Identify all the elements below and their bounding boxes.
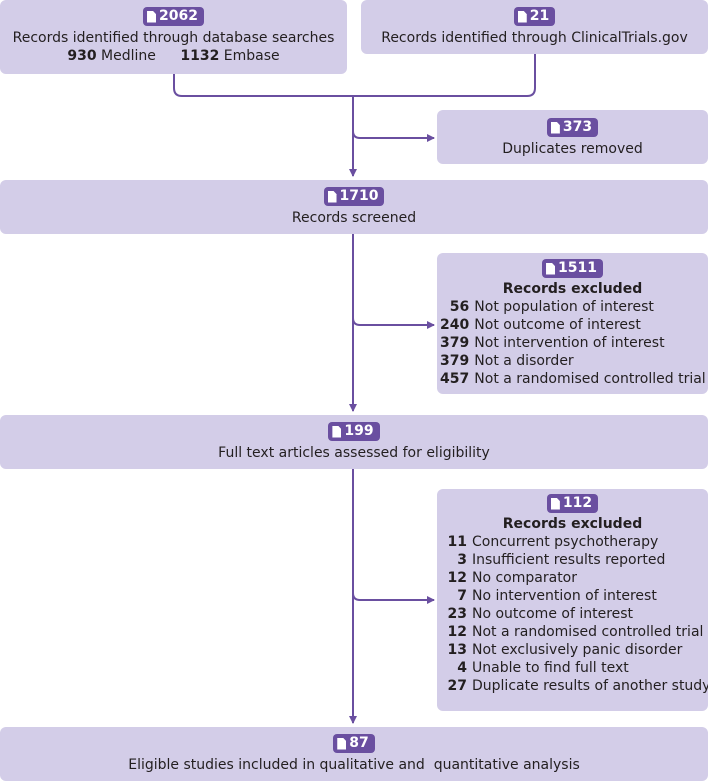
document-icon [517, 10, 527, 23]
count-value: 2062 [159, 8, 198, 24]
count-badge: 373 [546, 118, 599, 137]
source-name: Medline [101, 47, 156, 64]
box-label: Records screened [291, 209, 417, 226]
source-count: 930 [67, 47, 97, 64]
count-badge: 1710 [323, 187, 385, 206]
arrow-to-excluded2 [352, 592, 435, 604]
document-icon [550, 497, 560, 510]
box-label: Duplicates removed [502, 140, 643, 157]
source-count: 1132 [180, 47, 220, 64]
duplicates-removed-box: 373 Duplicates removed [437, 110, 708, 164]
count-value: 1710 [339, 188, 379, 204]
box-label: Records identified through ClinicalTrial… [381, 29, 688, 46]
box-label: Full text articles assessed for eligibil… [218, 444, 490, 461]
records-screened-box: 1710 Records screened [0, 180, 708, 234]
count-badge: 87 [333, 734, 375, 753]
included-studies-box: 87 Eligible studies included in qualitat… [0, 727, 708, 781]
count-badge: 2062 [143, 7, 204, 26]
exclusion-header: Records excluded [502, 515, 643, 532]
merge-connector [173, 54, 536, 97]
source-name: Embase [223, 47, 280, 64]
count-value: 87 [349, 735, 369, 751]
document-icon [550, 121, 560, 134]
box-label: Eligible studies included in qualitative… [128, 756, 580, 773]
database-records-box: 2062 Records identified through database… [0, 0, 347, 74]
count-value: 1511 [558, 260, 597, 276]
clinicaltrials-records-box: 21 Records identified through ClinicalTr… [361, 0, 708, 54]
arrow-to-duplicates [352, 130, 435, 142]
source-breakdown: 930 Medline 1132 Embase [0, 47, 347, 65]
full-text-assessed-box: 199 Full text articles assessed for elig… [0, 415, 708, 469]
document-icon [332, 425, 342, 438]
count-badge: 1511 [542, 259, 603, 278]
count-value: 373 [562, 119, 593, 135]
count-badge: 21 [513, 7, 556, 26]
document-icon [337, 737, 347, 750]
arrow-to-excluded1 [352, 317, 435, 329]
document-icon [327, 190, 337, 203]
count-value: 199 [344, 423, 374, 439]
exclusion-header: Records excluded [502, 280, 643, 297]
count-value: 112 [562, 495, 593, 511]
document-icon [546, 262, 556, 275]
document-icon [147, 10, 157, 23]
count-value: 21 [529, 8, 550, 24]
box-label: Records identified through database sear… [12, 29, 335, 46]
count-badge: 199 [328, 422, 380, 441]
count-badge: 112 [546, 494, 599, 513]
